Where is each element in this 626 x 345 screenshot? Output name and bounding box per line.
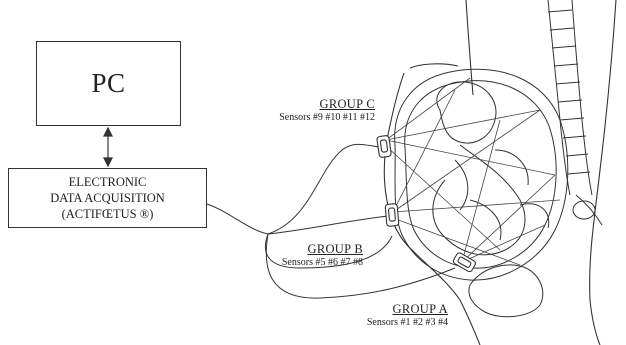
acquisition-line-3: (ACTIFŒTUS ®)	[61, 207, 154, 221]
cable-group-a	[265, 233, 456, 299]
bidirectional-arrow	[103, 126, 113, 168]
sensor-pad-group-b	[384, 203, 400, 227]
group-c-title: GROUP C	[319, 97, 375, 111]
cable-group-b	[267, 215, 389, 235]
sensor-cables	[206, 143, 456, 299]
sensor-signal-lines	[385, 77, 561, 266]
bladder	[468, 264, 544, 318]
uterus-and-fetus	[394, 68, 569, 318]
uterus-inner	[404, 80, 557, 269]
fetus-limb-3	[454, 159, 469, 211]
body-silhouette	[383, 0, 617, 345]
group-c-label: GROUP C Sensors #9 #10 #11 #12	[240, 97, 375, 123]
group-b-sensors: Sensors #5 #6 #7 #8	[281, 257, 363, 268]
back-outline	[465, 0, 474, 96]
fetus-head	[436, 81, 497, 144]
cable-group-c	[267, 143, 381, 235]
group-b-title: GROUP B	[307, 242, 363, 256]
fetus-limb-2	[469, 199, 502, 241]
spine	[547, 0, 603, 226]
data-acquisition-box: ELECTRONIC DATA ACQUISITION (ACTIFŒTUS ®…	[8, 168, 207, 228]
back-contour	[589, 0, 617, 345]
pc-label: PC	[91, 68, 126, 98]
group-a-sensors: Sensors #1 #2 #3 #4	[366, 317, 448, 328]
pc-box: PC	[36, 41, 181, 126]
fetus-body	[432, 144, 526, 256]
sensor-pad-group-a	[452, 252, 476, 273]
fetus-limb-4	[519, 203, 550, 229]
acquisition-line-2: DATA ACQUISITION	[50, 191, 165, 205]
cable-group-b-loop	[264, 233, 393, 269]
fetus-limb-1	[494, 149, 529, 186]
group-c-sensors: Sensors #9 #10 #11 #12	[279, 112, 375, 123]
acquisition-line-1: ELECTRONIC	[68, 175, 147, 189]
group-a-title: GROUP A	[392, 302, 448, 316]
cable-main	[206, 203, 269, 235]
group-a-label: GROUP A Sensors #1 #2 #3 #4	[300, 302, 448, 328]
group-b-label: GROUP B Sensors #5 #6 #7 #8	[240, 242, 363, 268]
sensor-pad-group-c	[376, 135, 392, 158]
abdomen-outline	[383, 72, 481, 345]
uterus-outer	[394, 68, 569, 281]
abdomen-outline-inner	[409, 63, 459, 69]
